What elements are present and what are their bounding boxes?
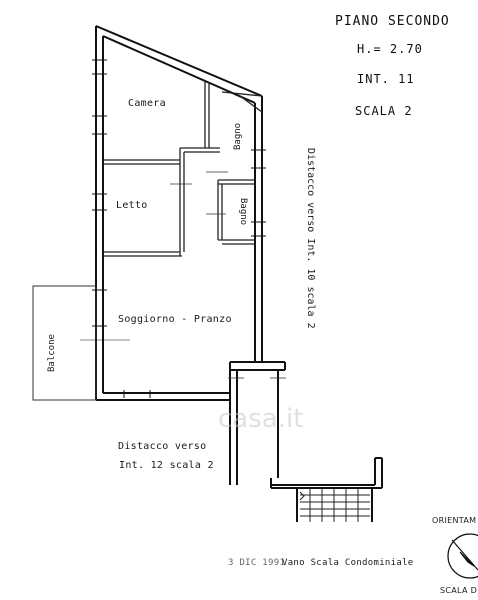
staircase-number: SCALA 2 — [355, 104, 413, 118]
note-distacco-verso: Distacco verso — [118, 441, 207, 452]
door-marks — [170, 171, 286, 379]
unit-number: INT. 11 — [357, 72, 415, 86]
stamp-date: 3 DIC 1991 — [228, 558, 286, 568]
compass-label-bottom: SCALA D — [440, 586, 478, 595]
partition-corridor-top — [180, 147, 220, 153]
room-label-camera: Camera — [128, 98, 166, 109]
partition-bagno-upper-left — [204, 80, 210, 148]
compass-rose — [447, 533, 478, 579]
room-label-letto: Letto — [116, 200, 148, 211]
window-corner — [221, 91, 263, 113]
room-label-soggiorno: Soggiorno - Pranzo — [118, 314, 232, 325]
partition-letto-soggiorno — [103, 251, 182, 257]
room-label-bagno-upper: Bagno — [233, 122, 243, 150]
ceiling-height: H.= 2.70 — [357, 42, 423, 56]
compass-label-top: ORIENTAM — [432, 516, 477, 525]
window-marks — [80, 59, 266, 398]
note-vano-scala: Vano Scala Condominiale — [282, 558, 414, 568]
outer-wall-right — [254, 96, 263, 362]
stair-treads — [299, 488, 370, 522]
note-int12-scala2: Int. 12 scala 2 — [119, 460, 214, 471]
outer-wall-bottom — [96, 392, 230, 401]
stair-shaft-walls — [229, 361, 383, 522]
outer-wall-top-slant — [95, 25, 263, 104]
outer-wall-left — [95, 26, 104, 400]
note-distacco-int10: Distacco verso Int. 10 scala 2 — [305, 148, 316, 329]
balcony-outline — [32, 285, 97, 401]
watermark: casa.it — [218, 404, 304, 434]
partition-camera-letto — [103, 159, 180, 165]
room-label-bagno-lower: Bagno — [238, 198, 248, 226]
partition-letto-corridor — [179, 148, 185, 256]
room-label-balcone: Balcone — [47, 334, 57, 372]
floor-title: PIANO SECONDO — [335, 14, 450, 29]
partition-bagno-lower — [217, 179, 255, 245]
